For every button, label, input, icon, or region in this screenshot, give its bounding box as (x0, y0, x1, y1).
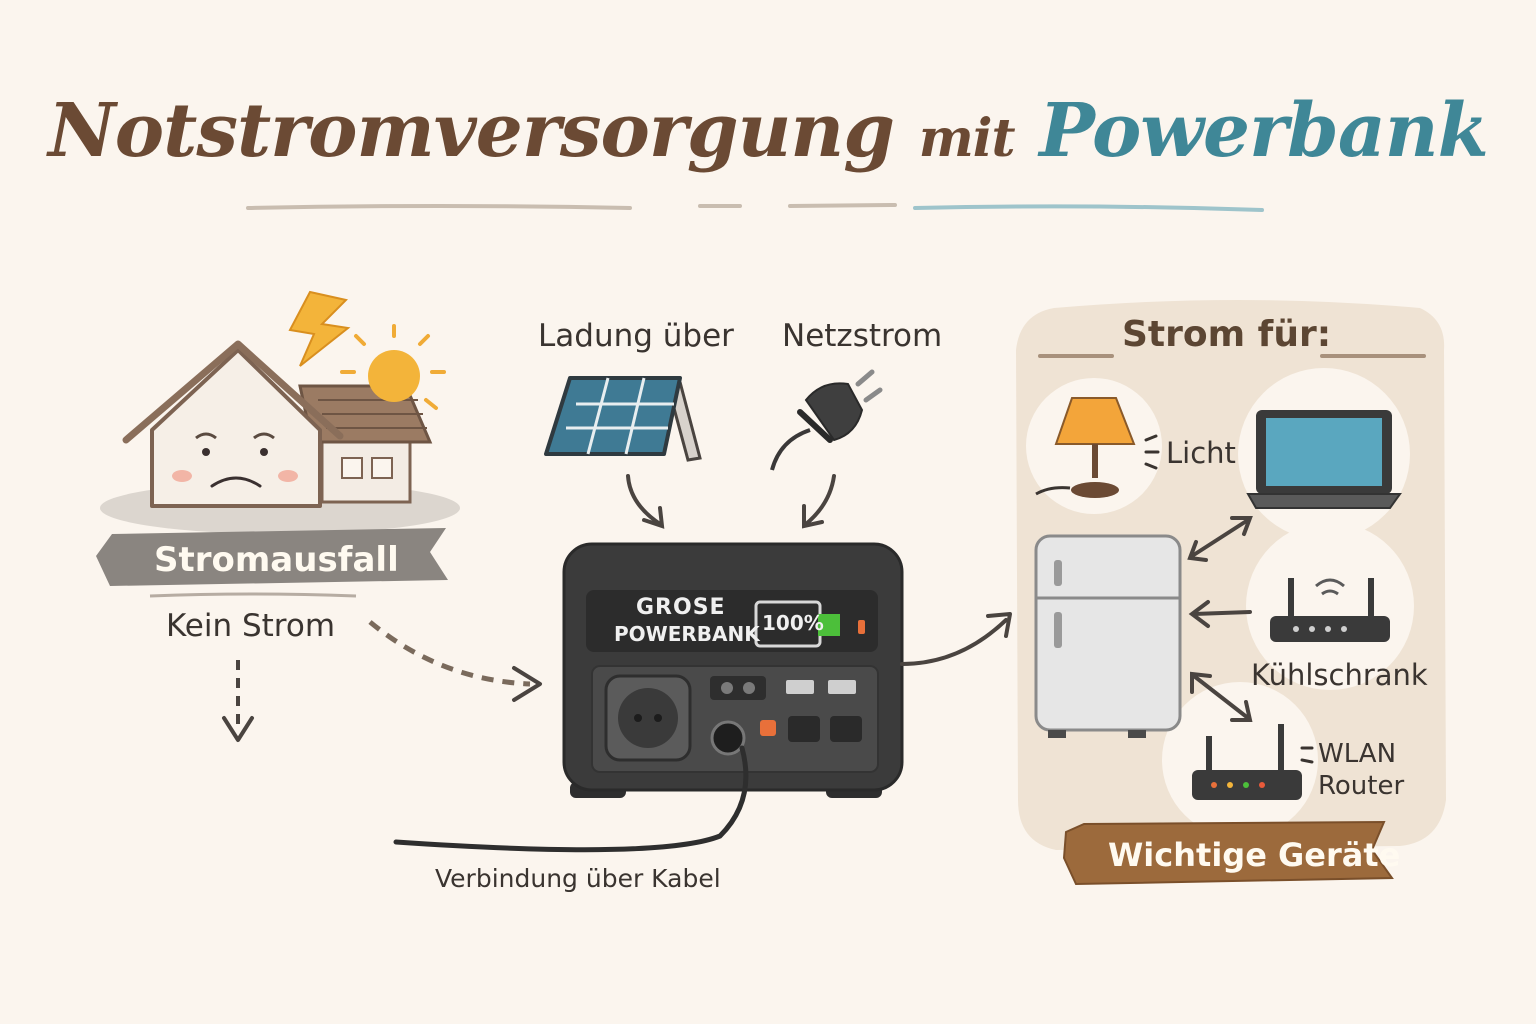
powerbank-label-line1: GROSE (636, 595, 726, 620)
wichtige-geraete-label: Wichtige Geräte (1108, 836, 1401, 874)
mains-label: Netzstrom (782, 318, 943, 354)
battery-level-fill (818, 614, 840, 636)
title-underline-right (913, 204, 1264, 212)
wlan-label: WLAN (1318, 739, 1397, 769)
lamp-icon (1035, 397, 1160, 498)
outage-to-powerbank-arrow (368, 620, 531, 687)
powerbank-device (562, 542, 904, 798)
wlan-arrow (1192, 674, 1250, 720)
kein-strom-underline (149, 592, 357, 598)
wlan-router-circle (1162, 682, 1318, 838)
stromausfall-label: Stromausfall (154, 540, 399, 580)
solar-charge-arrow (626, 474, 662, 526)
powerbank-label-line2: POWERBANK (614, 622, 760, 646)
output-cable (393, 745, 749, 853)
page-title: Notstromversorgung mit Powerbank (0, 88, 1536, 174)
solar-panel-icon (544, 376, 702, 462)
lightning-icon (288, 290, 351, 367)
mains-charge-arrow (804, 474, 836, 526)
router-circle (1246, 522, 1414, 690)
kuehlschrank-label: Kühlschrank (1251, 658, 1428, 692)
licht-label: Licht (1166, 436, 1236, 470)
kein-strom-label: Kein Strom (166, 608, 336, 644)
router-arrow (1192, 610, 1252, 616)
plug-icon (770, 369, 883, 471)
title-connector: mit (918, 108, 1016, 169)
title-underline-mid (698, 203, 897, 208)
charge-label: Ladung über (538, 318, 734, 354)
devices-heading: Strom für: (1122, 314, 1332, 355)
laptop-icon (1246, 410, 1402, 509)
wlan-router-icon (1192, 724, 1314, 800)
laptop-arrow (1190, 518, 1250, 558)
title-main: Notstromversorgung (48, 88, 895, 174)
stromausfall-banner (96, 528, 448, 586)
wichtige-geraete-banner (1062, 820, 1394, 886)
title-underline-left (246, 204, 632, 210)
title-accent: Powerbank (1039, 88, 1489, 174)
powerbank-to-devices-arrow (900, 618, 1008, 666)
fridge-icon (1034, 534, 1182, 738)
sun-icon (340, 324, 446, 410)
battery-percent: 100% (762, 611, 824, 635)
router-label: Router (1318, 771, 1405, 801)
router-icon (1270, 578, 1390, 642)
wlan-router-label: WLAN Router (1318, 738, 1404, 802)
cable-label: Verbindung über Kabel (435, 864, 721, 893)
house-illustration (100, 340, 460, 534)
